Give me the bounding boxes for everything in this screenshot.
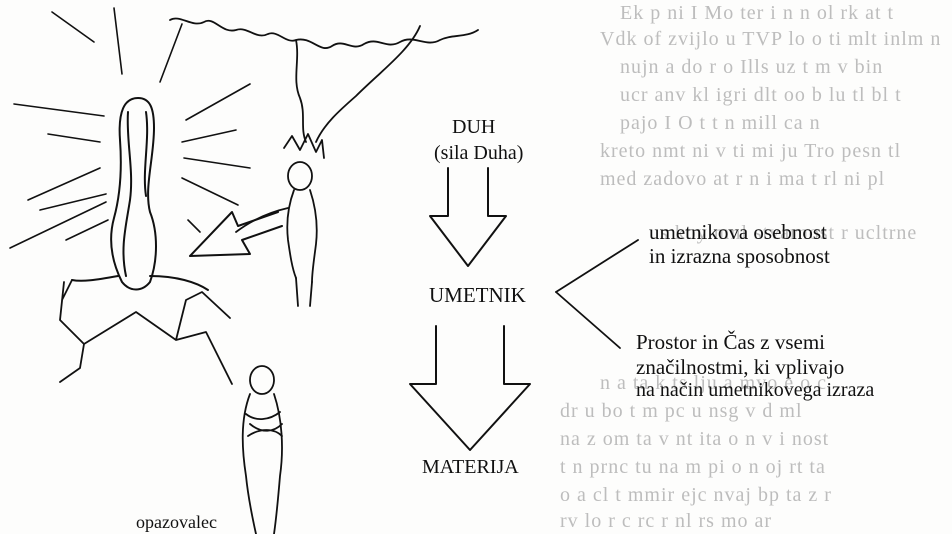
pointing-arrow [189, 211, 283, 257]
mountain [59, 279, 233, 385]
label-osebnost-line2: in izrazna sposobnost [649, 244, 830, 268]
label-umetnik: UMETNIK [429, 283, 526, 307]
squiggle-line [169, 17, 479, 143]
label-osebnost-line1: umetnikova osebnost [649, 220, 827, 244]
label-prostor-line1: Prostor in Čas z vsemi [636, 330, 825, 354]
radiance-rays [9, 7, 251, 249]
label-prostor-line2: značilnostmi, ki vplivajo [636, 355, 845, 379]
spirit-figure [71, 97, 209, 291]
label-duh: DUH [452, 116, 496, 138]
label-opazovalec: opazovalec [136, 512, 217, 532]
label-prostor-line3: na način umetnikovega izraza [636, 379, 875, 401]
branch-line-prostor [555, 291, 621, 349]
label-materija: MATERIJA [422, 456, 519, 478]
arrow-duh-to-umetnik [429, 167, 507, 267]
arrow-umetnik-to-materija [409, 325, 531, 451]
branch-line-osebnost [555, 239, 639, 293]
observer-figure [241, 365, 283, 534]
artist-figure [235, 133, 325, 307]
label-sila-duha: (sila Duha) [434, 142, 524, 164]
